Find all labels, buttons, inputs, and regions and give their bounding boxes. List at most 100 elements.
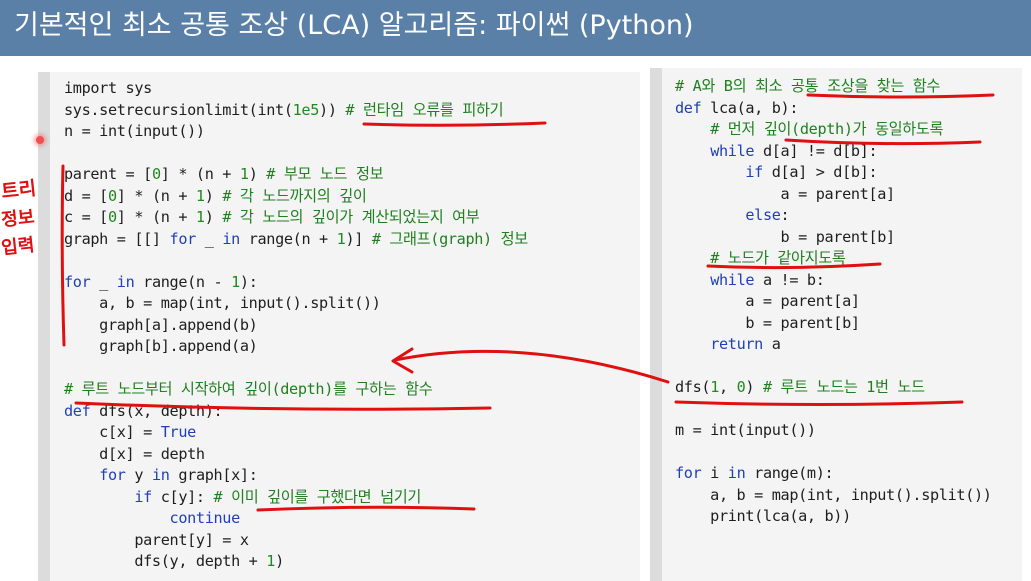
left-token: import sys (64, 79, 152, 97)
left-token: 0 (151, 165, 161, 183)
right-token: b = parent[b] (675, 313, 860, 332)
right-token: lca(a, b): (701, 98, 799, 117)
left-token: in (151, 466, 170, 484)
left-token: # 루트 노드부터 시작하여 깊이(depth)를 구하는 함수 (64, 380, 433, 398)
underline-lca-comment (806, 93, 995, 99)
right-token: d[a] > d[b]: (762, 163, 878, 181)
left-token: for (64, 272, 91, 291)
left-token: for (169, 229, 197, 248)
right-line: else: (675, 205, 789, 227)
left-token: True (160, 423, 197, 441)
right-token: while (710, 270, 755, 289)
right-token: for (675, 464, 702, 482)
left-line: d = [0] * (n + 1) # 각 노드까지의 깊이 (64, 186, 367, 208)
right-line: if d[a] > d[b]: (675, 162, 877, 184)
right-token: if (745, 163, 763, 181)
left-token: continue (169, 509, 241, 527)
right-token: a, b = map(int, input().split()) (675, 485, 992, 504)
right-line: a, b = map(int, input().split()) (675, 485, 992, 507)
right-token: in (727, 464, 746, 482)
left-line: if c[y]: # 이미 깊이를 구했다면 넘기기 (64, 487, 421, 509)
right-token: 1 (710, 378, 719, 396)
left-token: # 각 노드까지의 깊이 (222, 186, 367, 205)
right-line: def lca(a, b): (675, 98, 798, 120)
right-line: while a != b: (675, 270, 825, 292)
right-token: : (780, 206, 790, 224)
right-line: a = parent[a] (675, 184, 896, 206)
right-line: return a (675, 334, 781, 356)
right-token: # 먼저 깊이(depth)가 동일하도록 (710, 120, 944, 138)
right-token: a = parent[a] (675, 184, 896, 203)
left-token: ): (239, 272, 258, 291)
left-token: ] * (n + (116, 186, 196, 205)
left-line: graph[a].append(b) (64, 315, 258, 337)
right-line: a = parent[a] (675, 291, 860, 313)
left-token: def (64, 401, 91, 420)
right-line: dfs(1, 0) # 루트 노드는 1번 노드 (675, 377, 925, 399)
left-token: ) (204, 208, 223, 226)
left-token: 1 (239, 165, 249, 183)
left-token: for (99, 466, 126, 484)
left-token: )) (319, 100, 346, 119)
slide-title-bar: 기본적인 최소 공통 조상 (LCA) 알고리즘: 파이썬 (Python) (0, 0, 1031, 56)
left-line: a, b = map(int, input().split()) (64, 293, 381, 315)
left-token: )] (345, 229, 372, 248)
right-line: for i in range(m): (675, 463, 834, 485)
left-token: a, b = map(int, input().split()) (64, 294, 381, 312)
left-token: ] * (n + (160, 165, 240, 183)
underline-dfs-call (674, 400, 964, 406)
right-token: a != b: (754, 270, 825, 289)
handwritten-note-line-3: 입력 (0, 234, 35, 259)
left-token: c[y]: (151, 487, 214, 506)
arrow-dfs-call-to-function (393, 349, 670, 384)
right-token: b = parent[b] (675, 227, 896, 246)
left-token: 1 (231, 272, 240, 291)
handwritten-note-line-2: 정보 (0, 207, 35, 231)
right-token: ) (745, 378, 763, 396)
left-line: continue (64, 508, 241, 530)
right-token: a (762, 335, 781, 353)
right-token: d[a] != d[b]: (754, 141, 878, 160)
left-token: graph[a].append(b) (64, 315, 258, 334)
tree-input-bracket (60, 164, 66, 347)
left-token: c[x] = (64, 423, 161, 441)
left-token: 1 (266, 552, 276, 570)
handwritten-note: 트리 정보 입력 (0, 177, 37, 259)
right-token: # 노드가 같아지도록 (710, 249, 846, 267)
left-token: # 각 노드의 깊이가 계산되었는지 여부 (222, 208, 480, 226)
left-token: # 부모 노드 정보 (266, 165, 384, 183)
underline-same-depth-comment (784, 138, 982, 146)
right-token: range(m): (745, 464, 834, 482)
left-token: range(n - (134, 272, 232, 291)
left-token: 1 (195, 186, 205, 205)
left-line: for _ in range(n - 1): (64, 272, 258, 294)
right-token: a = parent[a] (675, 292, 860, 310)
left-token: ) (248, 165, 267, 183)
left-token: d = [ (64, 186, 108, 205)
laser-pointer-dot (36, 136, 44, 144)
left-line: c = [0] * (n + 1) # 각 노드의 깊이가 계산되었는지 여부 (64, 207, 480, 229)
right-line: # 먼저 깊이(depth)가 동일하도록 (675, 119, 943, 141)
right-code-panel (662, 68, 1022, 581)
right-token: print(lca(a, b)) (675, 507, 851, 525)
right-line: # 노드가 같아지도록 (675, 248, 846, 270)
underline-same-node-comment (706, 262, 882, 270)
right-line: m = int(input()) (675, 420, 816, 442)
left-token: dfs(y, depth + (64, 552, 267, 570)
left-token: parent[y] = x (64, 530, 249, 549)
left-code-panel-gutter (38, 72, 50, 581)
left-line: graph = [[] for _ in range(n + 1)] # 그래프… (64, 229, 528, 251)
right-token: i (701, 464, 728, 482)
left-token: # 런타임 오류를 피하기 (345, 100, 504, 119)
left-token: ] * (n + (116, 208, 196, 226)
left-token: 0 (107, 186, 117, 205)
underline-runtime-comment (362, 121, 547, 127)
left-line: import sys (64, 78, 152, 100)
left-token: 1e5 (292, 100, 320, 119)
right-line: b = parent[b] (675, 227, 896, 249)
left-token: ) (204, 186, 223, 205)
left-line: # 루트 노드부터 시작하여 깊이(depth)를 구하는 함수 (64, 379, 433, 401)
left-token: _ (90, 272, 117, 291)
left-token: graph = [[] (64, 229, 170, 248)
